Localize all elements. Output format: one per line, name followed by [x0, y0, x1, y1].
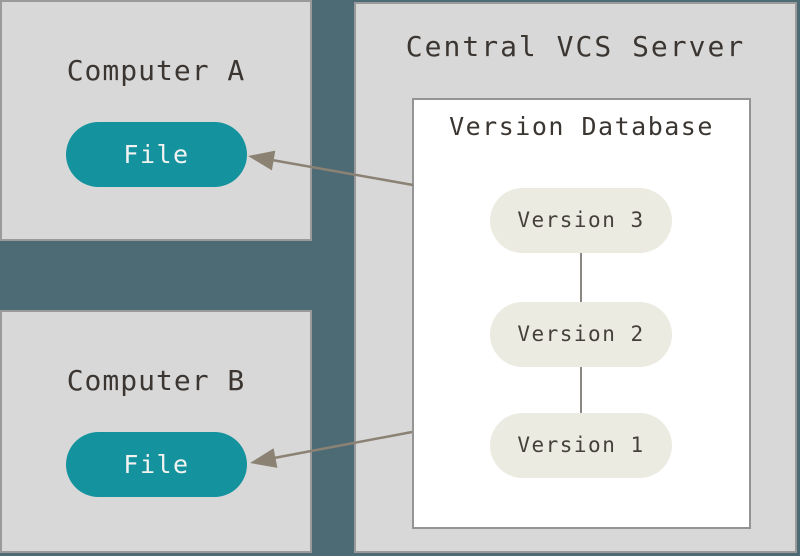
version-database-box: Version Database Version 3 Version 2 Ver…	[412, 98, 751, 529]
computer-a-box: Computer A File	[0, 0, 312, 241]
version-database-title: Version Database	[449, 112, 714, 141]
central-vcs-server-title: Central VCS Server	[405, 30, 746, 63]
file-pill-computer-a: File	[66, 122, 247, 187]
computer-a-title: Computer A	[66, 54, 246, 87]
computer-b-box: Computer B File	[0, 310, 312, 553]
central-vcs-server-box: Central VCS Server Version Database Vers…	[354, 2, 797, 553]
computer-b-title: Computer B	[66, 364, 246, 397]
version-2-pill: Version 2	[490, 302, 672, 367]
version-1-pill: Version 1	[490, 413, 672, 478]
version-2-1-connector	[580, 367, 582, 413]
file-pill-computer-b: File	[66, 432, 247, 497]
version-3-pill: Version 3	[490, 188, 672, 253]
version-3-2-connector	[580, 253, 582, 302]
